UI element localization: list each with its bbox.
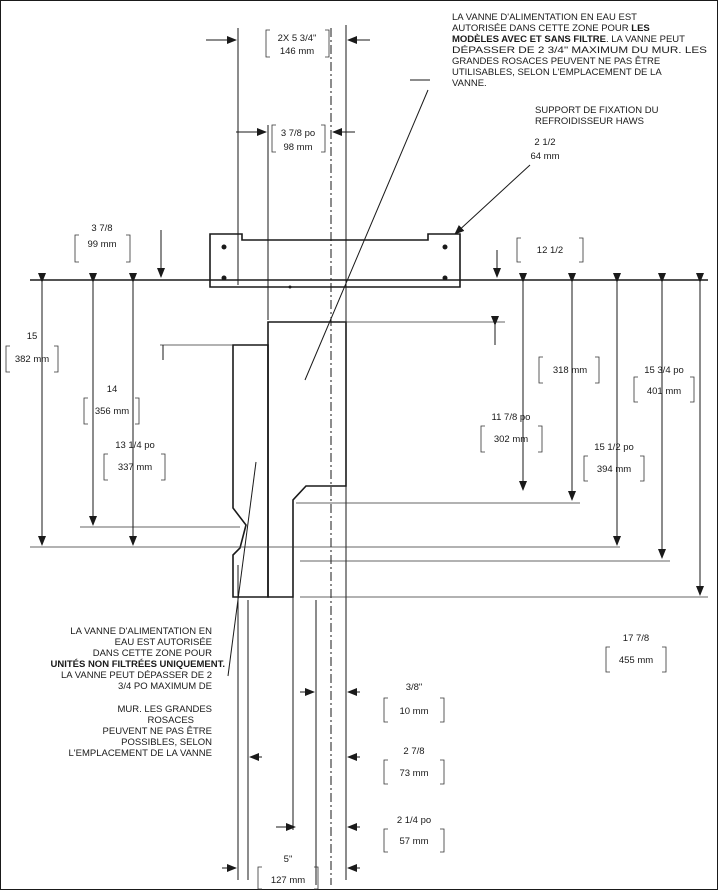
svg-text:3 7/8: 3 7/8 <box>91 223 112 234</box>
svg-text:5": 5" <box>284 854 293 865</box>
svg-text:11 7/8 po: 11 7/8 po <box>492 412 531 423</box>
svg-text:394 mm: 394 mm <box>597 464 631 475</box>
svg-text:337 mm: 337 mm <box>118 462 152 473</box>
dimension-labels: 2X 5 3/4" 146 mm 3 7/8 po 98 mm 2 1/2 64… <box>15 33 684 886</box>
svg-text:AUTORISÉE DANS CETTE ZONE POUR: AUTORISÉE DANS CETTE ZONE POUR LES <box>452 23 650 34</box>
svg-text:MODÈLES AVEC ET SANS FILTRE. L: MODÈLES AVEC ET SANS FILTRE. LA VANNE PE… <box>452 34 685 45</box>
svg-text:3/8": 3/8" <box>406 682 423 693</box>
svg-text:382 mm: 382 mm <box>15 354 49 365</box>
svg-text:2X 5 3/4": 2X 5 3/4" <box>278 33 317 44</box>
svg-text:15: 15 <box>27 331 38 342</box>
svg-text:98 mm: 98 mm <box>283 142 312 153</box>
svg-text:SUPPORT DE FIXATION DU: SUPPORT DE FIXATION DU <box>535 105 659 116</box>
svg-text:127 mm: 127 mm <box>271 875 305 886</box>
svg-text:10 mm: 10 mm <box>399 706 428 717</box>
svg-text:455 mm: 455 mm <box>619 655 653 666</box>
leader-line <box>454 164 531 235</box>
svg-text:146 mm: 146 mm <box>280 46 314 57</box>
svg-text:13 1/4 po: 13 1/4 po <box>115 440 155 451</box>
svg-text:3/4 PO MAXIMUM DE: 3/4 PO MAXIMUM DE <box>118 681 212 692</box>
svg-text:GRANDES ROSACES PEUVENT NE PAS: GRANDES ROSACES PEUVENT NE PAS ÊTRE <box>452 56 660 67</box>
leader-line <box>227 461 257 677</box>
svg-text:REFROIDISSEUR HAWS: REFROIDISSEUR HAWS <box>535 116 644 127</box>
leader-line <box>304 89 429 381</box>
svg-text:2 1/2: 2 1/2 <box>534 137 555 148</box>
svg-text:LA VANNE D'ALIMENTATION EN: LA VANNE D'ALIMENTATION EN <box>70 626 212 637</box>
svg-text:99 mm: 99 mm <box>87 239 116 250</box>
valve-zone-all-models <box>267 321 347 598</box>
svg-text:PEUVENT NE PAS ÊTRE: PEUVENT NE PAS ÊTRE <box>103 726 212 737</box>
svg-text:73 mm: 73 mm <box>399 768 428 779</box>
svg-text:DÉPASSER DE 2 3/4" MAXIMUM DU: DÉPASSER DE 2 3/4" MAXIMUM DU MUR. LES <box>452 45 707 56</box>
svg-text:2 7/8: 2 7/8 <box>403 746 424 757</box>
svg-text:EAU EST AUTORISÉE: EAU EST AUTORISÉE <box>115 637 212 648</box>
svg-text:15 3/4 po: 15 3/4 po <box>644 365 684 376</box>
svg-text:MUR. LES GRANDES: MUR. LES GRANDES <box>118 704 213 715</box>
svg-text:356 mm: 356 mm <box>95 406 129 417</box>
svg-text:ROSACES: ROSACES <box>148 715 194 726</box>
svg-text:VANNE.: VANNE. <box>452 78 487 89</box>
svg-text:15 1/2 po: 15 1/2 po <box>594 442 634 453</box>
svg-text:UNITÉS NON FILTRÉES UNIQUEMENT: UNITÉS NON FILTRÉES UNIQUEMENT. <box>50 659 225 670</box>
svg-text:LA VANNE PEUT DÉPASSER DE 2: LA VANNE PEUT DÉPASSER DE 2 <box>61 670 212 681</box>
dimension-brackets <box>5 29 695 890</box>
svg-text:401 mm: 401 mm <box>647 386 681 397</box>
svg-text:L'EMPLACEMENT DE LA VANNE: L'EMPLACEMENT DE LA VANNE <box>69 748 212 759</box>
svg-text:2 1/4 po: 2 1/4 po <box>397 815 431 826</box>
svg-text:DANS CETTE ZONE POUR: DANS CETTE ZONE POUR <box>93 648 212 659</box>
svg-text:12 1/2: 12 1/2 <box>537 245 563 256</box>
mounting-bracket <box>209 233 461 289</box>
svg-text:318 mm: 318 mm <box>553 365 587 376</box>
svg-text:57 mm: 57 mm <box>399 836 428 847</box>
svg-text:302 mm: 302 mm <box>494 434 528 445</box>
svg-text:POSSIBLES, SELON: POSSIBLES, SELON <box>121 737 212 748</box>
note-top-right: LA VANNE D'ALIMENTATION EN EAU EST AUTOR… <box>452 12 707 89</box>
note-support: SUPPORT DE FIXATION DU REFROIDISSEUR HAW… <box>535 105 659 127</box>
svg-text:LA VANNE D'ALIMENTATION EN EAU: LA VANNE D'ALIMENTATION EN EAU EST <box>452 12 637 23</box>
svg-text:3 7/8 po: 3 7/8 po <box>281 128 315 139</box>
svg-text:17 7/8: 17 7/8 <box>623 633 649 644</box>
svg-text:UTILISABLES, SELON L'EMPLACEME: UTILISABLES, SELON L'EMPLACEMENT DE LA <box>452 67 662 78</box>
note-bottom-left: LA VANNE D'ALIMENTATION EN EAU EST AUTOR… <box>50 626 225 759</box>
svg-text:14: 14 <box>107 384 118 395</box>
valve-zone-unfiltered <box>232 344 269 598</box>
svg-text:64 mm: 64 mm <box>530 151 559 162</box>
